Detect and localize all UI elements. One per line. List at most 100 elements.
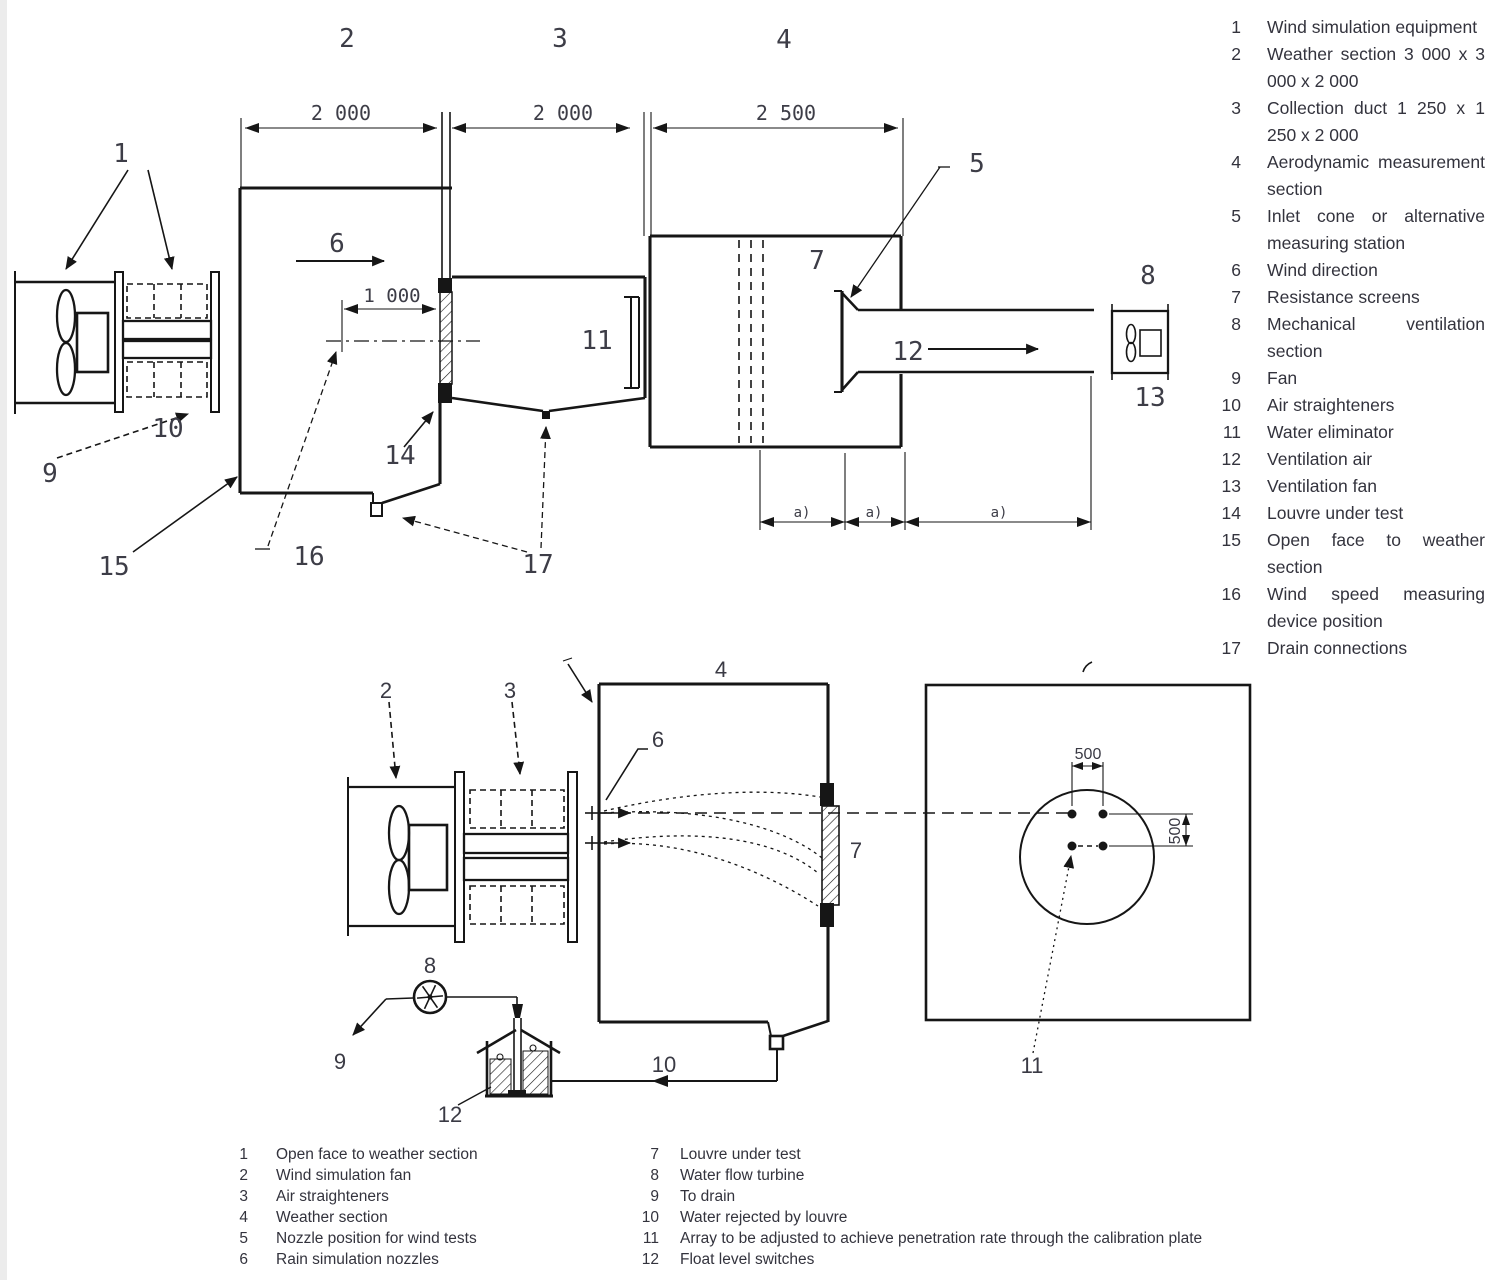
legend-item-text: Wind direction (1267, 260, 1378, 280)
legend-item-number: 12 (1221, 449, 1241, 469)
legend-item: 8 Mechanical ventilation section (1213, 311, 1485, 365)
label-louvre-plan: 7 (850, 838, 862, 863)
label-ventilation-fan: 13 (1134, 383, 1165, 413)
ventilation-fan-propeller-icon (1125, 323, 1137, 345)
label-louvre-under-test: 14 (384, 441, 415, 471)
legend-item-text: Collection duct 1 250 x 1 250 x 2 000 (1267, 98, 1485, 145)
air-straighteners-top (114, 271, 220, 413)
bottom-diagram-plan-view (347, 657, 1252, 1106)
legend-item-text: Open face to weather section (1267, 530, 1485, 577)
label-wind-simulation-equipment: 1 (113, 139, 129, 169)
flow-direction-arrow (652, 1075, 668, 1087)
legend-item-text: Weather section (276, 1209, 388, 1226)
label-to-drain: 9 (334, 1049, 346, 1074)
water-flow-turbine (412, 979, 448, 1015)
legend-item-number: 10 (641, 1209, 659, 1226)
drain-collection-tank (476, 1004, 561, 1098)
label-water-turbine: 8 (424, 953, 436, 978)
legend-item-number: 9 (650, 1188, 659, 1205)
label-fan: 9 (42, 459, 58, 489)
legend-item-number: 8 (1231, 314, 1241, 334)
legend-item-number: 11 (1222, 422, 1241, 442)
label-air-straighteners: 10 (152, 414, 183, 444)
label-collection-duct: 3 (552, 24, 568, 54)
legend-item: 6 Wind direction (1213, 257, 1485, 284)
legend-item-number: 17 (1221, 638, 1241, 658)
legend-item-text: Rain simulation nozzles (276, 1251, 439, 1268)
legend-item-number: 1 (239, 1146, 248, 1163)
legend-item-text: Louvre under test (1267, 503, 1404, 523)
dim-a3: a) (991, 505, 1008, 521)
spray-trajectories (603, 791, 823, 907)
label-float-switches: 12 (438, 1102, 462, 1127)
legend-item-number: 7 (650, 1146, 659, 1163)
louvre-under-test-top (438, 112, 453, 484)
legend-item: 9 Fan (1213, 365, 1485, 392)
bottom-leader-arrows (352, 657, 1093, 1106)
inlet-cone (834, 290, 859, 393)
legend-item: 11 Water eliminator (1213, 419, 1485, 446)
resistance-screens (738, 240, 764, 443)
legend-item-text: Fan (1267, 368, 1298, 388)
legend-item-text: Louvre under test (680, 1146, 801, 1163)
top-leader-arrows (56, 166, 1040, 553)
label-rain-nozzles: 6 (652, 727, 664, 752)
top-diagram-side-view (14, 112, 1170, 553)
dim-500-horizontal: 500 (1075, 746, 1102, 763)
float-switch-icon (529, 1044, 537, 1052)
legend-item-text: To drain (680, 1188, 736, 1205)
legend-item-number: 1 (1231, 17, 1241, 37)
legend-item-text: Ventilation fan (1267, 476, 1377, 496)
label-inlet-cone: 5 (969, 149, 985, 179)
array-point (1067, 809, 1077, 819)
legend-item: 1 Open face to weather section (231, 1144, 641, 1165)
legend-item-number: 2 (239, 1167, 248, 1184)
legend-item: 3 Collection duct 1 250 x 1 250 x 2 000 (1213, 95, 1485, 149)
dim-a2: a) (866, 505, 883, 521)
legend-item-text: Weather section 3 000 x 3 000 x 2 000 (1267, 44, 1485, 91)
label-wind-fan-plan: 2 (380, 678, 392, 703)
weather-section-top (238, 186, 452, 517)
label-resistance-screens: 7 (809, 246, 825, 276)
legend-item-text: Open face to weather section (276, 1146, 478, 1163)
label-weather-section: 2 (339, 24, 355, 54)
legend-item-number: 6 (1231, 260, 1241, 280)
dim-2500-aero: 2 500 (756, 101, 816, 125)
top-dimensions (240, 112, 1092, 530)
legend-item-number: 5 (239, 1230, 248, 1247)
drain-nipple-duct (542, 411, 550, 419)
label-ventilation-air: 12 (892, 337, 923, 367)
legend-item-number: 9 (1231, 368, 1241, 388)
label-straighteners-plan: 3 (504, 678, 516, 703)
legend-item: 15 Open face to weather section (1213, 527, 1485, 581)
dim-2000-duct: 2 000 (533, 101, 593, 125)
louvre-under-test-plan (820, 783, 840, 927)
legend-item-number: 11 (642, 1230, 659, 1247)
legend-item-text: Mechanical ventilation section (1267, 314, 1485, 361)
dim-500-vertical: 500 (1167, 818, 1184, 845)
wind-simulation-fan-plan (347, 777, 455, 936)
legend-item-number: 10 (1221, 395, 1241, 415)
legend-item-text: Wind simulation fan (276, 1167, 412, 1184)
legend-item-number: 3 (1231, 98, 1241, 118)
legend-item-text: Water eliminator (1267, 422, 1394, 442)
ventilation-duct (858, 308, 1094, 374)
float-switch-icon (496, 1053, 504, 1061)
legend-item-number: 3 (239, 1188, 248, 1205)
legend-item-number: 15 (1221, 530, 1241, 550)
label-wind-direction: 6 (329, 229, 345, 259)
